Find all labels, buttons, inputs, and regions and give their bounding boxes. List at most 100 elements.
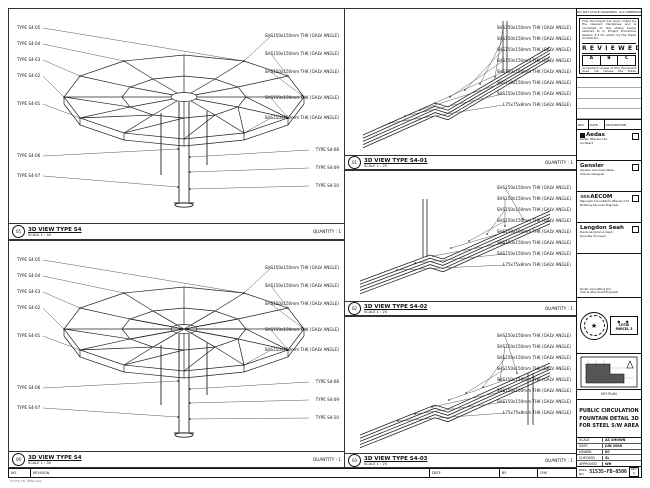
leader-dot [287,307,289,309]
leader-line [270,97,289,119]
annotation-label: SHS150x150mm THK (GALV ANGLE) [497,366,572,371]
leader-line [504,187,524,220]
leader-dot [243,364,245,366]
view-scale: SCALE 1 : 25 [364,309,388,314]
leader-line [419,82,504,111]
consultant-name: Langdon Seah [580,225,624,231]
annotation-label: SHS150x150mm THK (GALV ANGLE) [497,80,572,85]
leader-line [270,285,289,309]
beam-3d-view: SHS150x150mm THK (GALV ANGLE) SHS150x150m… [359,185,572,295]
annotation-label: L75x75x8mm THK (GALV ANGLE) [503,102,571,107]
leader-line [431,390,506,408]
leader-line [42,380,179,389]
seal-star-icon: ★ [583,315,605,336]
leader-line [42,307,65,330]
revision-value: 0 [633,471,635,475]
rev-col-header: REV [577,120,589,129]
consultant-line: Maunsell Consultants (Macau) Ltd. [580,199,630,203]
canopy-mast [160,334,208,438]
beam-3d-view: SHS150x150mm THK (GALV ANGLE) SHS150x150m… [359,333,572,449]
leader-line [243,349,272,366]
review-stamp: This document has been noted by the rele… [579,18,639,74]
general-note: DO NOT SCALE DRAWINGS. ALL DIMENSIONS MU… [577,10,641,16]
leader-line [389,104,504,124]
stamp-note-2: Consultant review of this document does … [582,65,636,74]
consultant-block-gensler: Gensler Gensler and Associates Interior … [577,161,641,192]
bubble-number: 05 [15,229,22,234]
leader-line [396,264,506,271]
leader-dot [189,171,191,173]
view-quantity: QUANTITY : 1 [312,229,341,234]
annotation-label: SHS150x150mm THK (GALV ANGLE) [497,36,572,41]
leader-dot [414,413,416,415]
consultant-line: Davis Langdon & Seah [580,230,613,234]
leader-dot [63,96,65,98]
review-stamp-cell: This document has been noted by the rele… [577,16,641,78]
consultant-line: Building Services Engineer [580,202,619,207]
leader-line [270,71,305,98]
leader-line [42,59,81,77]
leader-line [449,60,504,98]
leader-line [270,303,305,330]
leader-dot [303,328,305,330]
leader-dot [389,122,391,124]
annotation-label: SHS150x150mm THK (GALV ANGLE) [497,58,572,63]
leader-line [243,117,272,134]
revision-table-header: REV DATE DESCRIPTION [577,119,641,129]
leader-line [504,335,518,374]
annotation-label: SHS150x150mm THK (GALV ANGLE) [497,399,572,404]
leader-dot [177,380,179,382]
project-badge: ◆ ◆ COTAI PARCEL 3 [610,316,638,335]
key-plan-caption: KEY PLAN [577,389,641,398]
key-plan-map [580,356,638,388]
approval-checkbox [632,133,639,140]
date-col-header: DATE [589,120,605,129]
leader-dot [287,117,289,119]
leader-dot [189,156,191,158]
annotation-label: SHS150x150mm THK (GALV ANGLE) [497,185,572,190]
detail-bubble: 02 [348,302,361,315]
leader-line [434,71,504,104]
revision-row [577,88,641,99]
annotation-label: SHS150x150mm THK (GALV ANGLE) [497,218,572,223]
approval-checkbox [632,226,639,233]
strip-col-revision: REVISION [31,469,430,477]
beam-bundle [362,21,551,149]
view-title: 3D VIEW TYPE S4-02 [364,303,428,310]
view-scale: SCALE 1 : 50 [28,232,52,237]
annotation-label: SHS150x150mm THK (GALV ANGLE) [497,25,572,30]
field-label: DATE [577,444,603,449]
field-label: DRAWN [577,449,603,454]
detail-bubble: 05 [12,225,25,238]
leader-dot [516,372,518,374]
project-name: COTAI PARCEL 3 [615,323,633,331]
annotation-label: TYPE S4-04 [16,273,41,278]
leader-line [42,407,179,418]
revision-row [577,109,641,119]
view-panel-s4-02: SHS150x150mm THK (GALV ANGLE) SHS150x150m… [344,170,577,316]
canopy-mast [160,102,208,208]
bubble-number: 03 [351,458,358,463]
leader-line [42,103,81,119]
engineer-line: Hyder Consulting Ltd. [580,286,612,291]
drawing-number-cell: DWG NO. 51535-FD-0506 REV 0 [577,467,641,477]
annotation-label: TYPE S4-08 [315,147,340,152]
annotation-label: SHS150x150mm THK (GALV ANGLE) [265,283,340,288]
leader-line [397,412,506,422]
leader-line [450,231,506,249]
leader-line [189,417,310,420]
field-value: AS SHOWN [605,438,626,443]
view-quantity: QUANTITY : 1 [544,306,573,311]
leader-line [432,242,506,257]
engineer-block: Hyder Consulting Ltd. Civil & Structural… [577,254,641,298]
leader-dot [396,269,398,271]
annotation-label: TYPE S4-07 [16,173,41,178]
revision-row [577,78,641,89]
leader-dot [404,115,406,117]
view-panel-s4-03: SHS150x150mm THK (GALV ANGLE) SHS150x150m… [344,316,577,468]
consultant-block-aecom: ∩∩∩AECOM Maunsell Consultants (Macau) Lt… [577,192,641,223]
